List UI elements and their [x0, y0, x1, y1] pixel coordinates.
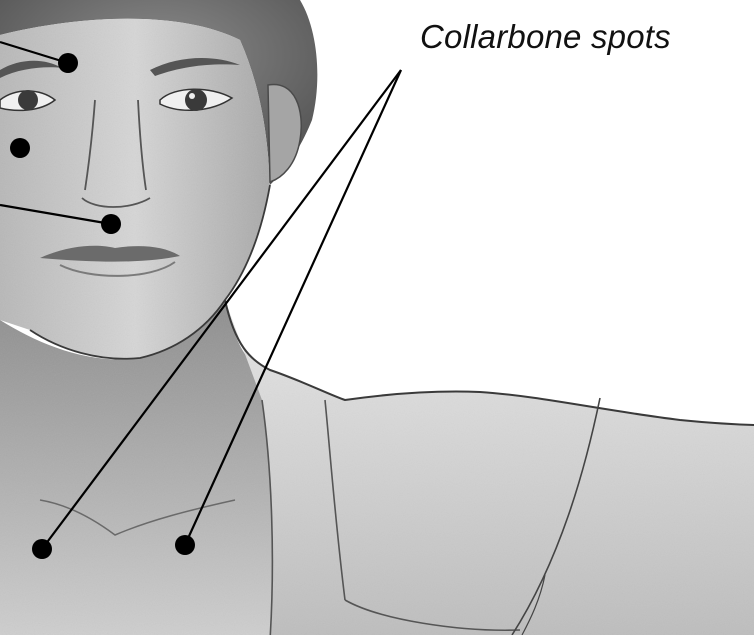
ear: [268, 84, 301, 182]
face: [0, 19, 270, 359]
pressure-point-collarbone-right: [175, 535, 195, 555]
pressure-point-collarbone-left: [32, 539, 52, 559]
collarbone-spots-label: Collarbone spots: [420, 18, 671, 56]
pressure-point-cheek: [10, 138, 30, 158]
pressure-point-under-nose: [101, 214, 121, 234]
pressure-point-forehead: [58, 53, 78, 73]
